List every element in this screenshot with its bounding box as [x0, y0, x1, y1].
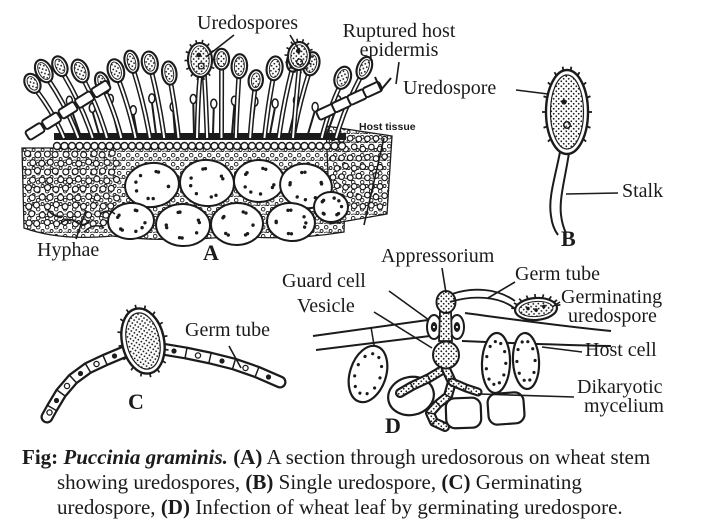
- panel-c-germinating-uredospore-drawing: [40, 304, 287, 424]
- panel-d-letter: D: [385, 413, 401, 438]
- caption-b-marker: (B): [245, 470, 274, 494]
- label-ruptured-host-epidermis: Ruptured host epidermis: [330, 20, 468, 61]
- label-germ-tube-d: Germ tube: [515, 263, 600, 285]
- label-appressorium: Appressorium: [381, 245, 495, 267]
- panel-d-leaf-infection-drawing: [312, 288, 612, 432]
- panel-b-single-uredospore-drawing: [541, 66, 592, 236]
- caption-d-marker: (D): [160, 495, 190, 519]
- label-germinating-line2: uredospore: [568, 305, 657, 327]
- label-uredospore-b: Uredospore: [403, 77, 497, 99]
- caption-d-text: Infection of wheat leaf by germinating u…: [195, 495, 623, 519]
- label-ruptured-line1: Ruptured host: [342, 20, 456, 42]
- label-hyphae: Hyphae: [37, 239, 100, 261]
- label-dikaryotic-line1: Dikaryotic: [577, 376, 663, 398]
- caption-b-text: Single uredospore,: [278, 470, 437, 494]
- label-host-tissue: Host tissue: [359, 121, 416, 133]
- diagram-canvas: [21, 34, 619, 432]
- caption-species: Puccinia graminis.: [63, 445, 228, 469]
- label-germ-tube-c: Germ tube: [185, 319, 270, 341]
- label-guard-cell: Guard cell: [282, 270, 366, 292]
- panel-a-sorus-section-drawing: [21, 38, 393, 248]
- label-germinating-uredospore: Germinating uredospore: [561, 286, 663, 327]
- panel-b-letter: B: [561, 226, 576, 251]
- label-dikaryotic-line2: mycelium: [584, 395, 664, 417]
- label-ruptured-line2: epidermis: [359, 39, 439, 61]
- figure-caption: Fig: Puccinia graminis. (A) A section th…: [22, 445, 675, 520]
- caption-a-text: A section through uredosorous on wheat s…: [57, 445, 651, 494]
- panel-a-letter: A: [203, 240, 219, 265]
- label-stalk: Stalk: [622, 180, 664, 202]
- label-host-cell: Host cell: [585, 339, 657, 361]
- caption-c-marker: (C): [441, 470, 471, 494]
- caption-c-text: Germinating uredospore,: [57, 470, 582, 519]
- leader-lines: [75, 34, 619, 398]
- caption-a-marker: (A): [233, 445, 263, 469]
- label-vesicle: Vesicle: [297, 295, 355, 317]
- panel-c-letter: C: [128, 389, 144, 414]
- caption-fig-prefix: Fig:: [22, 445, 59, 469]
- label-uredospores: Uredospores: [197, 12, 299, 34]
- label-dikaryotic-mycelium: Dikaryotic mycelium: [577, 376, 664, 417]
- label-germinating-line1: Germinating: [561, 286, 663, 308]
